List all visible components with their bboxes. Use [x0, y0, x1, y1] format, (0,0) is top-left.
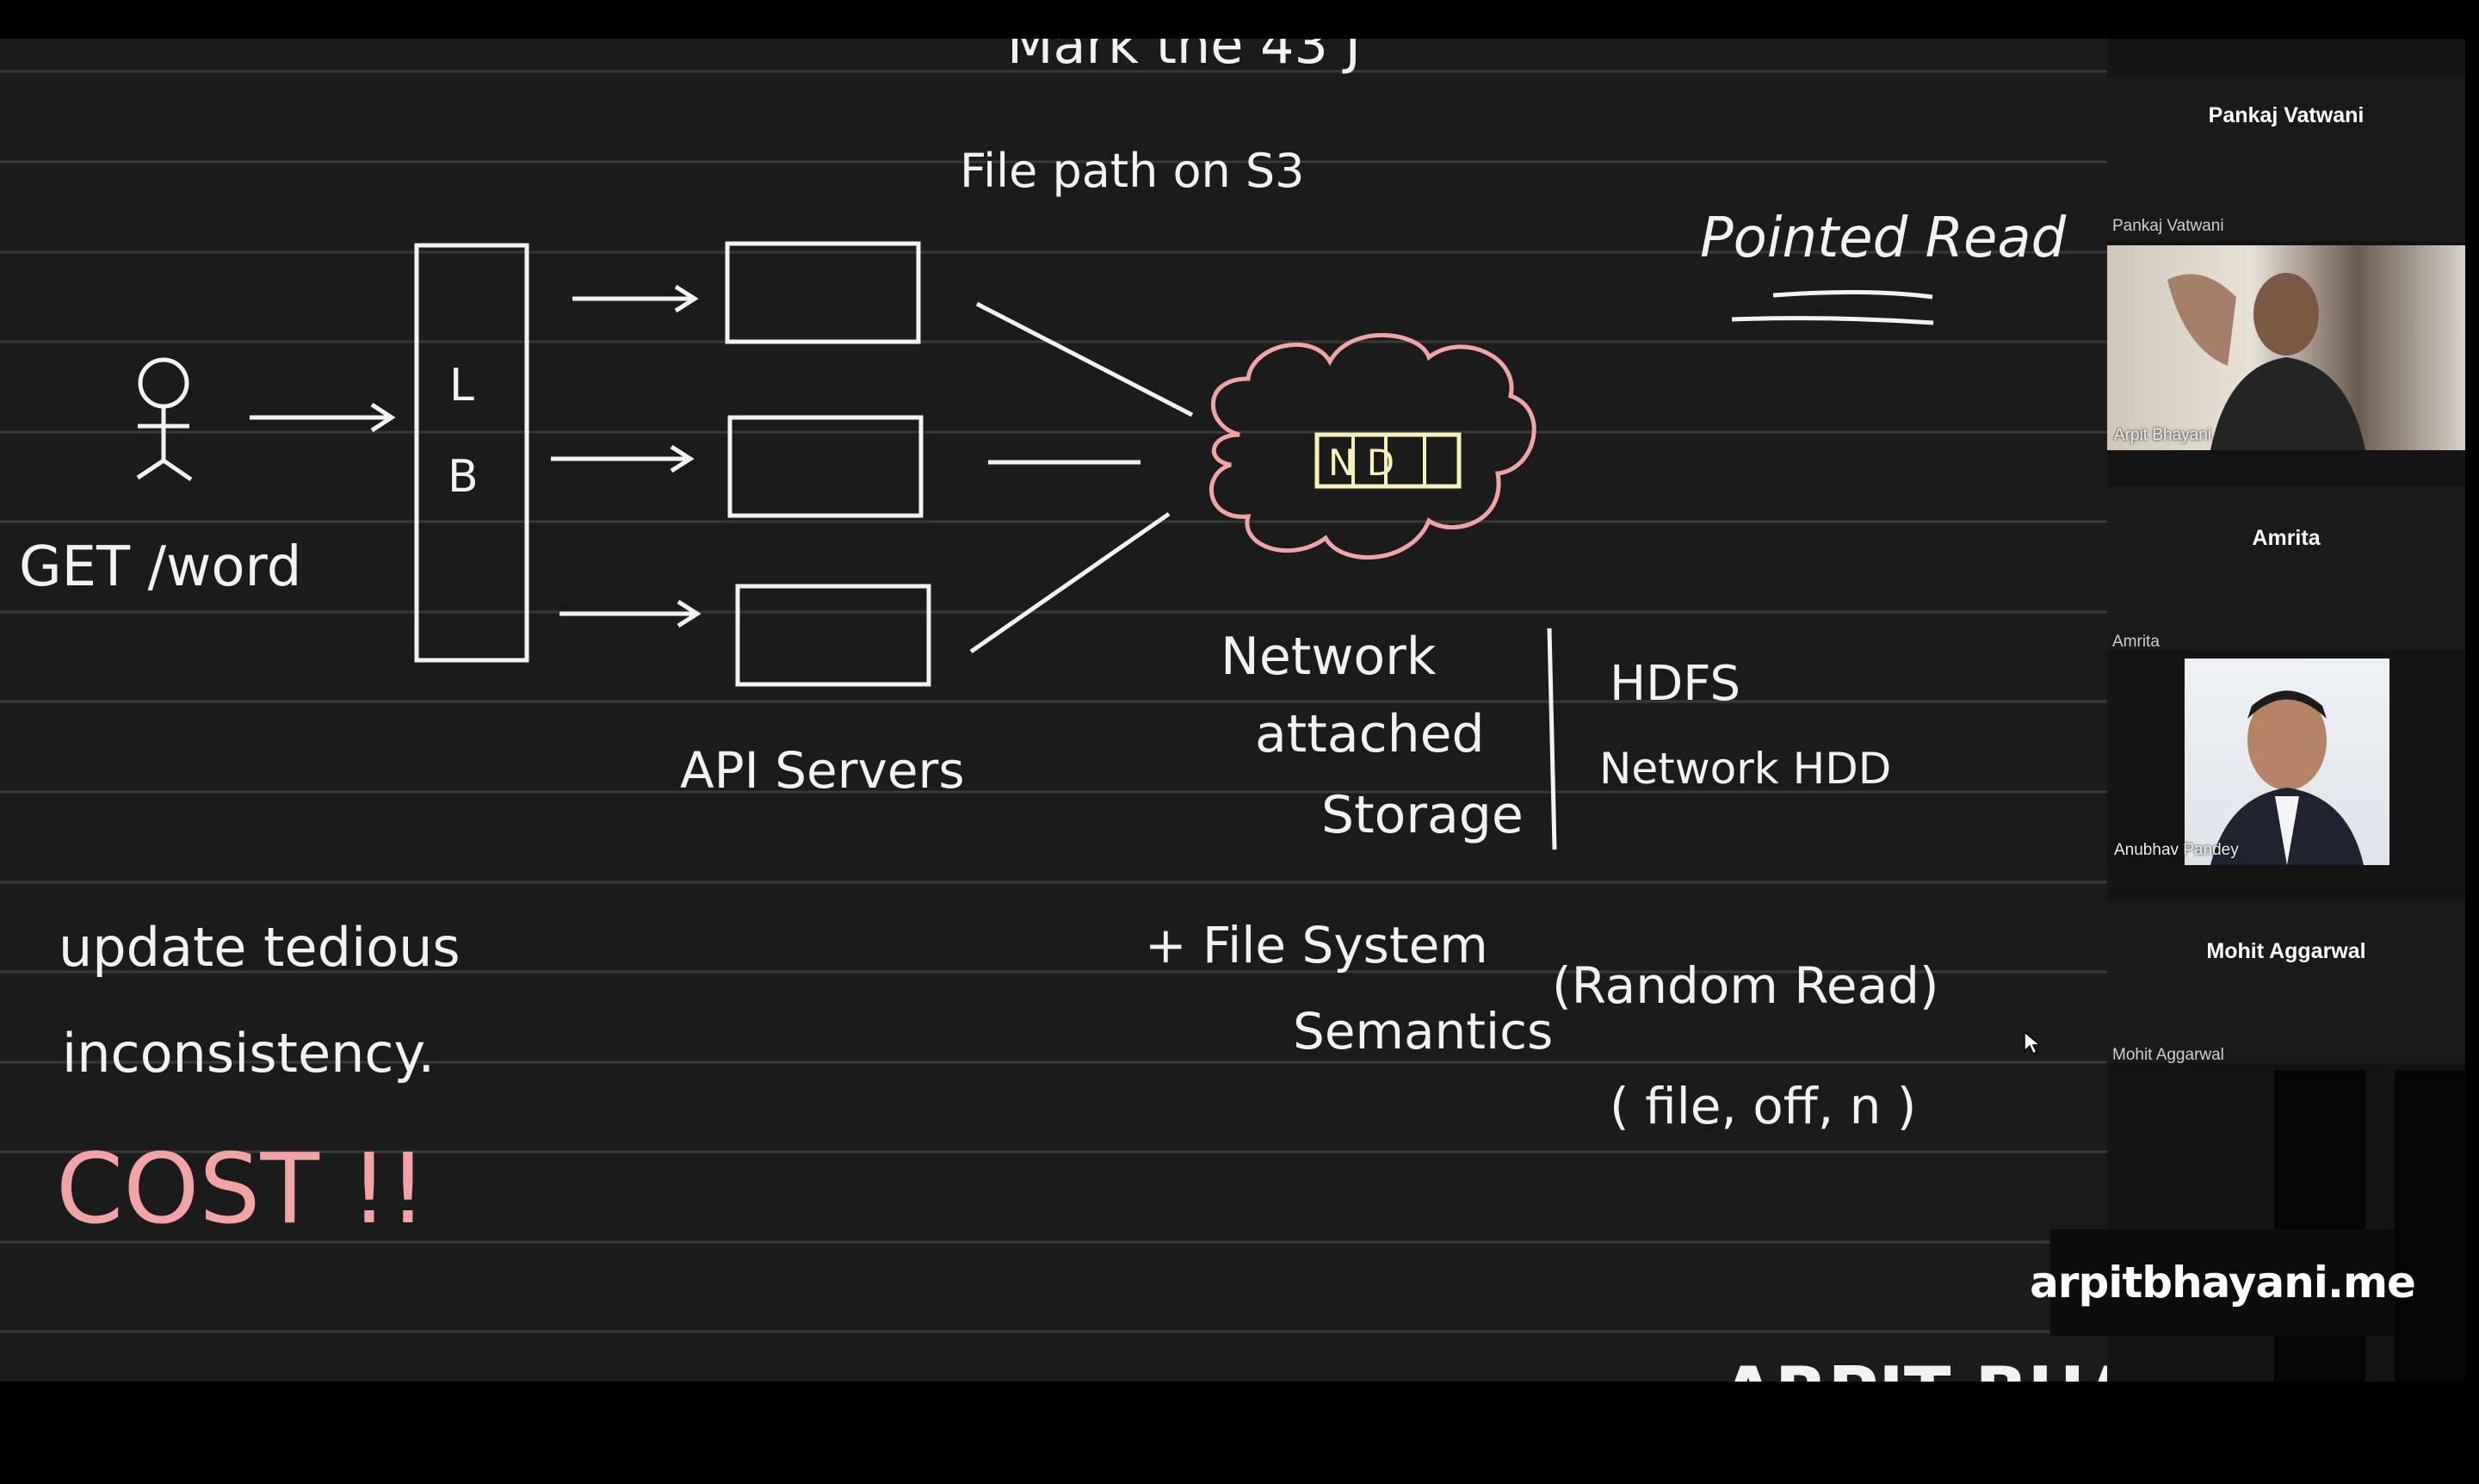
- random-read-label: (Random Read): [1552, 956, 1939, 1015]
- bottom-partial-text: ARPIT BHAYANI: [1722, 1352, 2107, 1382]
- cost-label: COST !!: [56, 1134, 427, 1246]
- api-server-box-2: [727, 415, 924, 518]
- top-partial-text: Mark the 43 J: [1007, 39, 1361, 76]
- semantics-label: Semantics: [1293, 1002, 1553, 1060]
- participant-small-label: Pankaj Vatwani: [2112, 217, 2224, 235]
- nas-line-3: Storage: [1321, 785, 1524, 845]
- disk-box: [1314, 432, 1462, 489]
- participant-small-label: Amrita: [2112, 633, 2160, 651]
- filepath-label: File path on S3: [960, 144, 1305, 198]
- network-hdd-label: Network HDD: [1599, 744, 1891, 794]
- api-server-box-1: [725, 241, 921, 344]
- server-to-storage-lines: [969, 301, 1194, 654]
- whiteboard-drawing: Mark the 43 J File path on S3 Pointed Re…: [0, 39, 2107, 1382]
- video-label: Anubhav Pandey: [2114, 841, 2239, 859]
- participant-small-label: Mohit Aggarwal: [2112, 1046, 2224, 1064]
- pointed-read-underline: [1731, 289, 1934, 325]
- bottom-bar: [0, 1382, 2479, 1484]
- watermark: arpitbhayani.me: [2030, 1229, 2416, 1336]
- nas-line-1: Network: [1221, 627, 1437, 687]
- note-inconsistency: inconsistency.: [62, 1022, 435, 1085]
- participant-title: Pankaj Vatwani: [2208, 103, 2365, 127]
- ruled-lines: [0, 70, 2107, 1333]
- participant-tile-1[interactable]: Pankaj Vatwani Pankaj Vatwani: [2107, 77, 2465, 241]
- api-server-box-3: [735, 584, 931, 687]
- hdfs-label: HDFS: [1610, 656, 1740, 712]
- lb-letter-b: B: [448, 451, 479, 503]
- plus-file-system: + File System: [1145, 916, 1488, 974]
- watermark-text: arpitbhayani.me: [2030, 1258, 2416, 1308]
- video-frame-person: [2210, 690, 2364, 865]
- top-bar: [0, 0, 2479, 39]
- participant-title: Amrita: [2252, 526, 2321, 550]
- participants-panel: Pankaj Vatwani Pankaj Vatwani Arpit Bhay…: [2107, 39, 2465, 1382]
- participant-video-1[interactable]: Arpit Bhayani: [2107, 245, 2465, 450]
- pointed-read-label: Pointed Read: [1700, 207, 2067, 270]
- whiteboard-canvas: Mark the 43 J File path on S3 Pointed Re…: [0, 39, 2107, 1382]
- dark-block: [2395, 1070, 2465, 1382]
- load-balancer-box: [414, 243, 529, 663]
- participant-title: Mohit Aggarwal: [2206, 939, 2366, 963]
- video-label: Arpit Bhayani: [2114, 426, 2212, 444]
- participant-tile-2[interactable]: Amrita Amrita: [2107, 486, 2465, 651]
- disk-dividers: [1351, 436, 1426, 485]
- video-frame: [2185, 659, 2389, 865]
- request-label: GET /word: [19, 535, 301, 599]
- cursor-arrow-icon: [2024, 1030, 2042, 1055]
- lb-letter-l: L: [449, 360, 474, 411]
- disk-text: N D: [1328, 442, 1394, 484]
- file-tuple-label: ( file, off, n ): [1610, 1077, 1916, 1135]
- cloud-icon: [1209, 332, 1536, 560]
- stick-figure-icon: [136, 357, 193, 482]
- separator-line: [1547, 628, 1557, 850]
- participant-tile-3[interactable]: Mohit Aggarwal Mohit Aggarwal: [2107, 900, 2465, 1064]
- arrow-user-to-lb: [250, 402, 396, 433]
- participant-video-2[interactable]: Anubhav Pandey: [2107, 659, 2465, 865]
- arrows-lb-to-servers: [551, 284, 702, 628]
- note-update-tedious: update tedious: [59, 916, 461, 979]
- api-servers-label: API Servers: [680, 741, 965, 800]
- video-frame-person: [2167, 273, 2365, 450]
- nas-line-2: attached: [1255, 704, 1485, 764]
